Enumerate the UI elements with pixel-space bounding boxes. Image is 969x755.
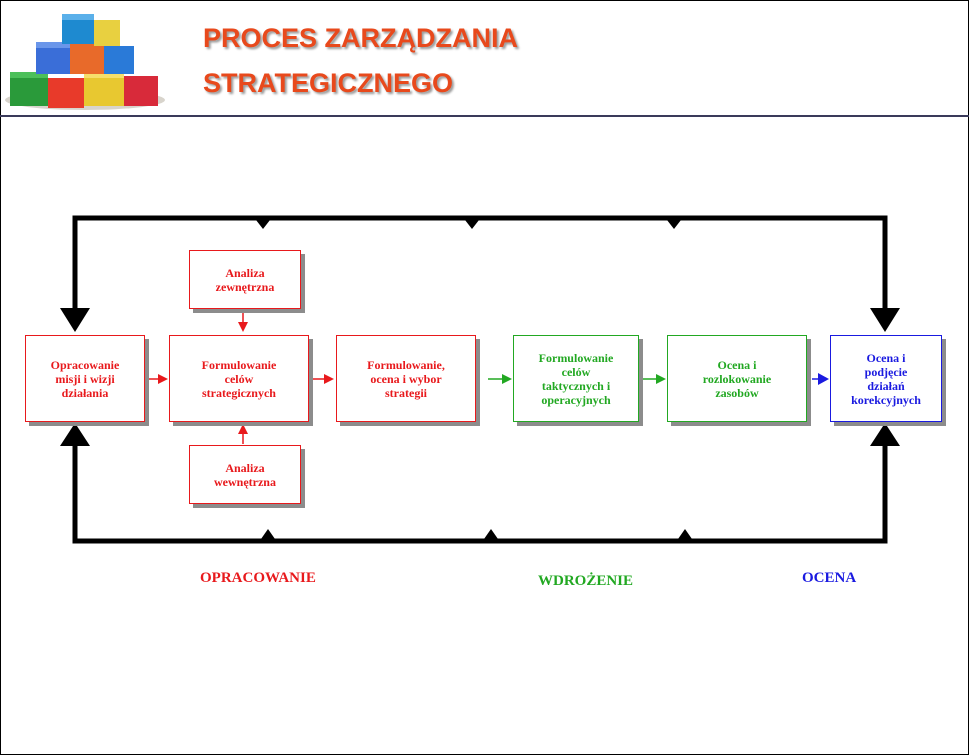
box-strategy-selection: Formulowanie, ocena i wybor strategii [336,335,476,422]
stacked-blocks-icon [5,14,165,110]
phase-label-evaluation: OCENA [802,570,857,586]
page-title-line2: STRATEGICZNEGO [203,68,454,98]
feedback-loop-top [72,215,888,320]
box-resource-allocation: Ocena i rozlokowanie zasobów [667,335,807,422]
box-mission-vision: Opracowanie misji i wizji działania [25,335,145,422]
loop-tick [678,529,692,539]
box-strategic-goals: Formulowanie celów strategicznych [169,335,309,422]
phase-label-design: OPRACOWANIE [200,570,316,586]
box-corrective-actions: Ocena i podjęcie działań korekcyjnych [830,335,942,422]
loop-tick [465,220,479,229]
loop-arrowhead [60,423,90,446]
header-divider [0,115,969,117]
phase-label-implementation: WDROŻENIE [538,573,634,589]
loop-tick [256,220,270,229]
loop-arrowhead [870,308,900,332]
box-external-analysis: Analiza zewnętrzna [189,250,301,309]
box-internal-analysis: Analiza wewnętrzna [189,445,301,504]
loop-tick [484,529,498,539]
feedback-loop-bottom [72,440,888,544]
loop-tick [261,529,275,539]
loop-arrowhead [870,423,900,446]
loop-tick [667,220,681,229]
box-tactical-goals: Formulowanie celów taktycznych i operacy… [513,335,639,422]
page-title-line1: PROCES ZARZĄDZANIA [203,23,518,53]
loop-arrowhead [60,308,90,332]
